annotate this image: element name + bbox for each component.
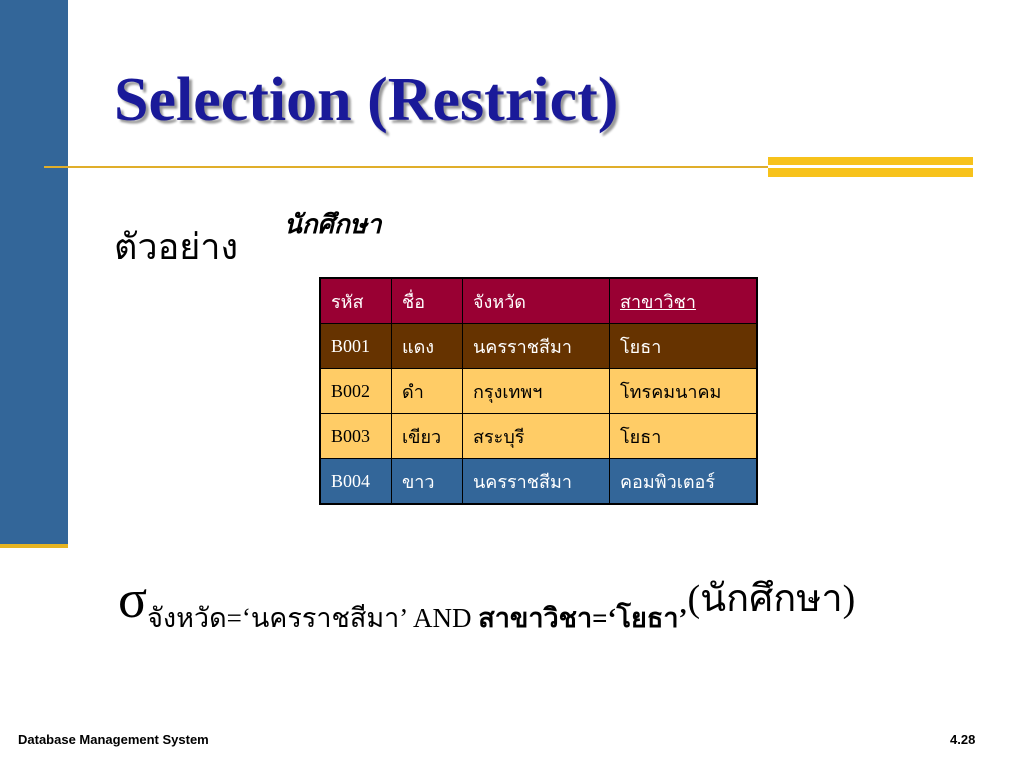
side-bar bbox=[0, 0, 68, 547]
student-table: รหัส ชื่อ จังหวัด สาขาวิชา B001 แดง นครร… bbox=[319, 277, 758, 505]
table-row: B004 ขาว นครราชสีมา คอมพิวเตอร์ bbox=[319, 458, 758, 505]
selection-formula: σจังหวัด=‘นครราชสีมา’ AND สาขาวิชา=‘โยธา… bbox=[118, 568, 855, 634]
formula-operand: (นักศึกษา) bbox=[687, 578, 856, 620]
cell-province: สระบุรี bbox=[462, 413, 610, 459]
condition-major: สาขาวิชา=‘โยธา’ bbox=[478, 603, 688, 633]
cell-id: B003 bbox=[319, 413, 392, 459]
header-id: รหัส bbox=[319, 277, 392, 324]
cell-major: คอมพิวเตอร์ bbox=[609, 458, 758, 505]
table-row: B001 แดง นครราชสีมา โยธา bbox=[319, 323, 758, 369]
side-bar-underline bbox=[0, 544, 68, 548]
footer-slide-number: 4.28 bbox=[950, 732, 976, 747]
cell-province: กรุงเทพฯ bbox=[462, 368, 610, 414]
cell-id: B004 bbox=[319, 458, 392, 505]
title-rule-accent bbox=[768, 157, 973, 177]
cell-name: เขียว bbox=[391, 413, 463, 459]
cell-major: โยธา bbox=[609, 323, 758, 369]
cell-major: โยธา bbox=[609, 413, 758, 459]
title-rule bbox=[44, 166, 770, 168]
header-name: ชื่อ bbox=[391, 277, 463, 324]
footer-course-title: Database Management System bbox=[18, 732, 209, 747]
cell-name: ดำ bbox=[391, 368, 463, 414]
slide-title: Selection (Restrict) bbox=[114, 66, 619, 134]
cell-major: โทรคมนาคม bbox=[609, 368, 758, 414]
cell-id: B001 bbox=[319, 323, 392, 369]
sigma-symbol: σ bbox=[118, 569, 148, 629]
table-row: B002 ดำ กรุงเทพฯ โทรคมนาคม bbox=[319, 368, 758, 414]
condition-province: จังหวัด=‘นครราชสีมา’ AND bbox=[147, 603, 479, 633]
table-caption: นักศึกษา bbox=[284, 210, 382, 239]
cell-province: นครราชสีมา bbox=[462, 323, 610, 369]
header-province: จังหวัด bbox=[462, 277, 610, 324]
header-major: สาขาวิชา bbox=[620, 291, 696, 312]
selection-condition: จังหวัด=‘นครราชสีมา’ AND สาขาวิชา=‘โยธา’ bbox=[147, 603, 687, 633]
cell-name: ขาว bbox=[391, 458, 463, 505]
table-header-row: รหัส ชื่อ จังหวัด สาขาวิชา bbox=[319, 277, 758, 324]
cell-province: นครราชสีมา bbox=[462, 458, 610, 505]
cell-name: แดง bbox=[391, 323, 463, 369]
table-row: B003 เขียว สระบุรี โยธา bbox=[319, 413, 758, 459]
example-label: ตัวอย่าง bbox=[114, 227, 239, 267]
cell-id: B002 bbox=[319, 368, 392, 414]
